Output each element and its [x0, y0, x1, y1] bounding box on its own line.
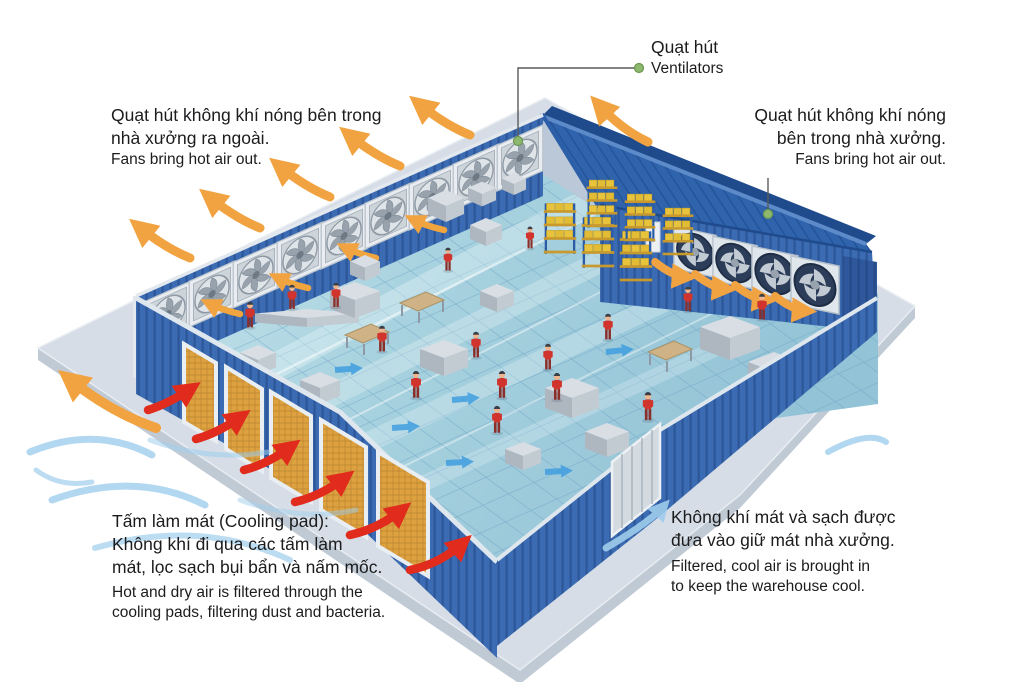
label-line: Ventilators — [651, 59, 724, 77]
fans-out-left-label: Quạt hút không khí nóng bên trong nhà xư… — [111, 104, 381, 170]
label-line: Filtered, cool air is brought in — [671, 557, 871, 575]
label-line: mát, lọc sạch bụi bẩn và nấm mốc. — [112, 556, 383, 577]
cooling-pad-label: Tấm làm mát (Cooling pad): Không khí đi … — [112, 510, 385, 624]
ventilators-label: Quạt hút Ventilators — [651, 36, 723, 79]
front-right-wall — [495, 296, 879, 646]
annex-hot-air-arrows — [651, 258, 818, 323]
connector-dot — [512, 135, 524, 147]
cool-air-label: Không khí mát và sạch được đưa vào giữ m… — [671, 506, 896, 597]
fans-out-right-label: Quạt hút không khí nóng bên trong nhà xư… — [754, 104, 946, 170]
label-line: Quạt hút không khí nóng — [754, 105, 946, 125]
label-line: Không khí mát và sạch được — [671, 507, 896, 527]
label-line: to keep the warehouse cool. — [671, 577, 865, 595]
connector-dot — [762, 208, 774, 220]
on-wall-hot-air-arrows — [200, 215, 448, 318]
label-line: Fans bring hot air out. — [111, 150, 262, 168]
label-line: Quạt hút — [651, 37, 719, 57]
filtered-air-in-arrows — [143, 382, 472, 575]
connector-dot — [633, 62, 645, 74]
cool-breeze-wisps — [26, 434, 889, 563]
label-line: Fans bring hot air out. — [795, 150, 946, 168]
label-line: đưa vào giữ mát nhà xưởng. — [671, 529, 895, 550]
label-line: nhà xưởng ra ngoài. — [111, 127, 270, 148]
label-connectors — [512, 62, 774, 220]
exhaust-fan-wall — [133, 113, 544, 378]
roof-back-slope — [542, 106, 876, 244]
sliding-door — [610, 421, 662, 539]
label-line: cooling pads, filtering dust and bacteri… — [112, 604, 386, 622]
hot-air-out-arrows — [58, 95, 653, 433]
label-line: Không khí đi qua các tấm làm — [112, 533, 343, 554]
label-line: bên trong nhà xưởng. — [776, 127, 946, 148]
label-line: Tấm làm mát (Cooling pad): — [112, 511, 329, 531]
annex-roof — [541, 114, 873, 254]
label-line: Quạt hút không khí nóng bên trong — [111, 105, 382, 125]
label-line: Hot and dry air is filtered through the — [112, 584, 363, 602]
